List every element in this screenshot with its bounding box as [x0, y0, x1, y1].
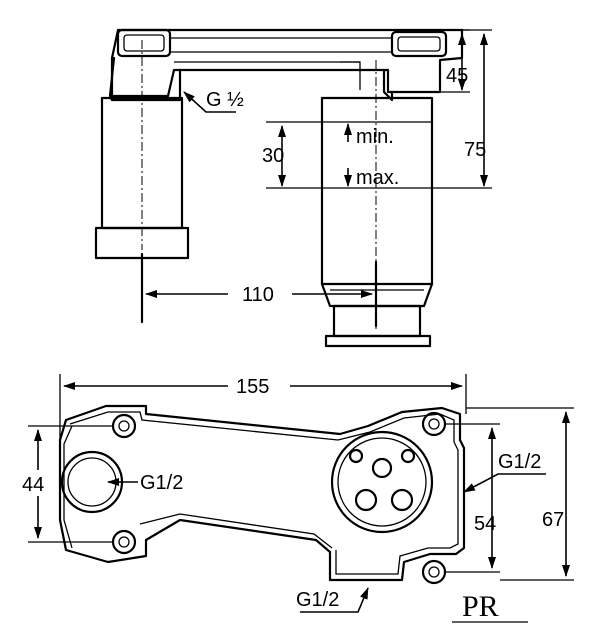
dim-110: 110 — [145, 284, 373, 306]
dim-110-label: 110 — [242, 284, 274, 306]
side-view: G ½ min. max. 30 45 75 — [94, 28, 492, 348]
mounting-holes — [111, 411, 447, 585]
max-label: max. — [356, 167, 399, 189]
plan-thread-right-label: G1/2 — [498, 451, 541, 473]
plan-thread-left-label: G1/2 — [140, 472, 183, 494]
plan-thread-bottom-callout: G1/2 — [296, 587, 369, 613]
top-arm — [110, 28, 464, 98]
dim-155: 155 — [59, 374, 467, 440]
dim-45-label: 45 — [446, 65, 468, 87]
brand-logo-text: PR — [462, 590, 499, 623]
dim-67: 67 — [466, 407, 574, 581]
side-thread-label: G ½ — [206, 89, 244, 111]
mounting-plate-outline — [58, 404, 466, 582]
plan-view: 155 44 G1/2 G1/2 54 — [22, 374, 574, 613]
dim-30: 30 — [262, 121, 322, 189]
plan-thread-bottom-label: G1/2 — [296, 589, 339, 611]
side-thread-callout: G ½ — [183, 89, 244, 113]
dim-155-label: 155 — [236, 376, 269, 398]
dim-44: 44 — [22, 425, 112, 543]
dim-54-label: 54 — [474, 513, 496, 535]
min-label: min. — [356, 126, 394, 148]
dim-67-label: 67 — [542, 509, 564, 531]
dim-44-label: 44 — [22, 474, 44, 496]
dim-54: 54 — [446, 423, 500, 573]
dim-75-label: 75 — [464, 139, 486, 161]
plan-thread-right-callout: G1/2 — [463, 451, 546, 493]
dim-30-label: 30 — [262, 145, 284, 167]
min-max-markers: min. max. — [344, 123, 399, 189]
dim-75: 75 — [432, 29, 492, 189]
dim-45: 45 — [440, 29, 470, 93]
plan-thread-left-callout: G1/2 — [107, 472, 183, 494]
brand-logo: PR — [452, 590, 528, 623]
valve-body — [330, 430, 434, 534]
